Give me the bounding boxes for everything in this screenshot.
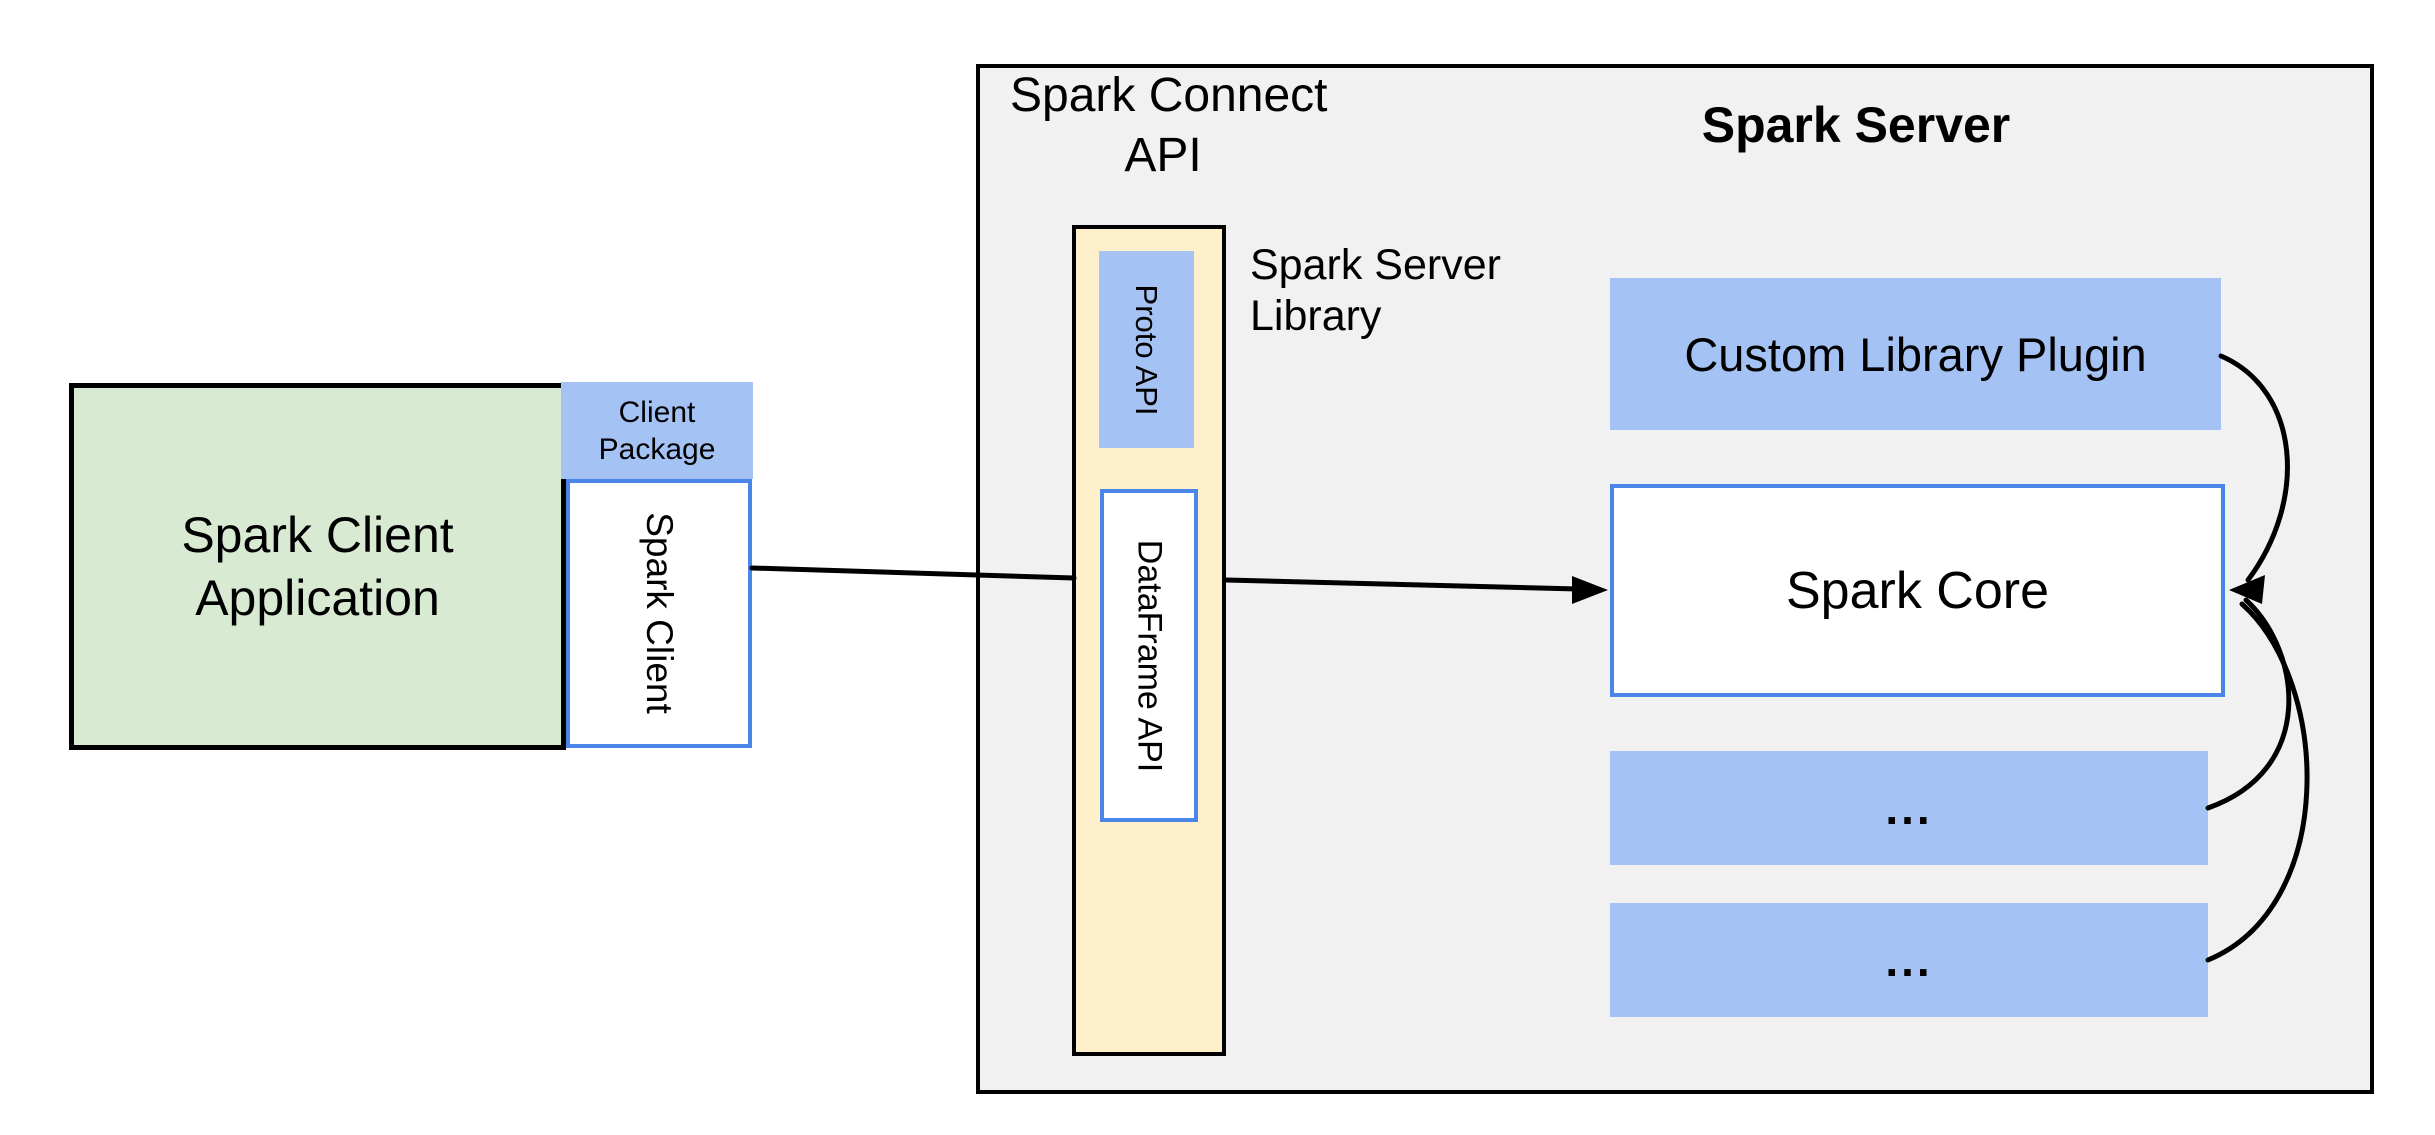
client-package-box: Client Package — [561, 382, 753, 479]
plugin-ellipsis-box-2-label: ... — [1885, 934, 1933, 986]
spark-client-box — [566, 479, 752, 748]
client-package-label-line2: Package — [598, 432, 716, 466]
dataframe-api-label: DataFrame API — [1130, 539, 1169, 773]
spark-core-box: Spark Core — [1610, 484, 2225, 697]
spark-connect-api-label: Spark Connect API — [1010, 66, 1328, 186]
dataframe-api-box — [1100, 489, 1198, 822]
plugin-ellipsis-box-1: ... — [1610, 751, 2208, 865]
plugin-ellipsis-box-2: ... — [1610, 903, 2208, 1017]
proto-api-label: Proto API — [1129, 284, 1164, 416]
spark-connect-api-label-line2: API — [1124, 129, 1202, 182]
spark-server-library-label: Spark Server Library — [1250, 240, 1501, 342]
spark-client-label: Spark Client — [639, 512, 680, 714]
spark-client-application-box: Spark Client Application — [69, 383, 566, 750]
spark-client-application-label-line1: Spark Client — [181, 506, 454, 563]
spark-server-library-label-line1: Spark Server — [1250, 241, 1501, 289]
spark-client-application-label-line2: Application — [195, 569, 440, 626]
custom-library-plugin-box: Custom Library Plugin — [1610, 278, 2221, 430]
plugin-ellipsis-box-1-label: ... — [1885, 782, 1933, 834]
spark-server-library-label-line2: Library — [1250, 292, 1382, 340]
spark-connect-api-label-line1: Spark Connect — [1010, 69, 1328, 122]
spark-core-label: Spark Core — [1786, 561, 2049, 620]
custom-library-plugin-label: Custom Library Plugin — [1684, 327, 2147, 381]
proto-api-box — [1099, 251, 1194, 448]
client-package-label-line1: Client — [618, 395, 696, 429]
spark-server-title: Spark Server — [1701, 97, 2011, 153]
